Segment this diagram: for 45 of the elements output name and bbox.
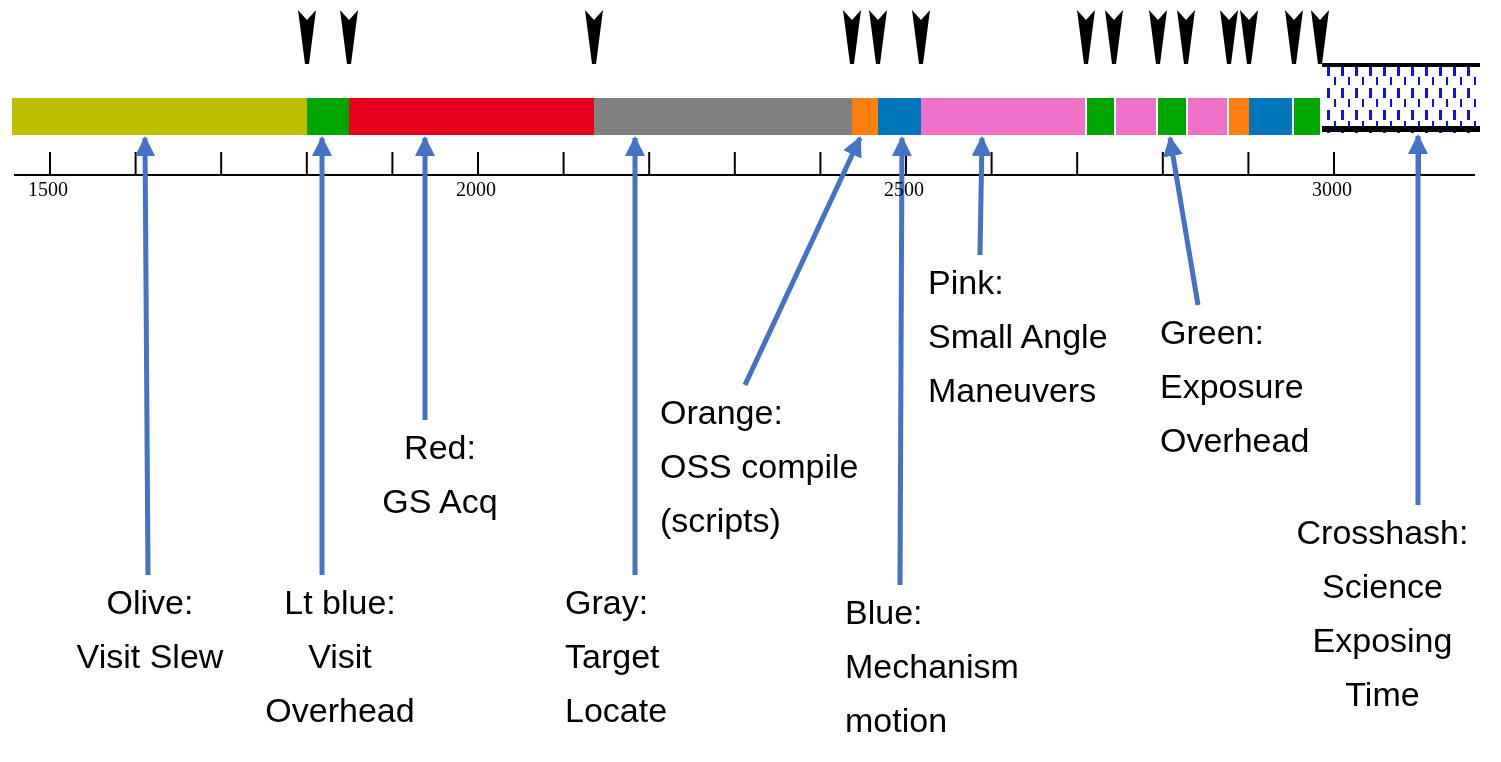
callout-heading: Red: <box>403 427 477 468</box>
timeline-segment <box>12 98 307 135</box>
leader-arrow <box>1408 134 1428 505</box>
timeline-segment <box>878 98 921 135</box>
timeline-segment <box>1229 98 1249 135</box>
timeline-segment <box>349 98 594 135</box>
leader-arrow <box>971 136 992 256</box>
callout-text: Exposure Overhead <box>1160 366 1311 461</box>
timeline-segment <box>1294 98 1320 135</box>
timeline-segment <box>1116 98 1156 135</box>
callout-heading: Pink: <box>928 262 1005 303</box>
tick-label: 1500 <box>28 178 68 201</box>
callout-text: Visit Slew <box>75 636 225 677</box>
timeline-segment <box>921 98 1085 135</box>
timeline-segment <box>307 98 349 135</box>
timeline-segment <box>594 98 852 135</box>
timeline-segment <box>1249 98 1292 135</box>
callout-heading: Crosshash: <box>1295 512 1470 553</box>
callout-heading: Blue: <box>845 592 924 633</box>
leader-arrow <box>742 136 863 387</box>
leader-arrow <box>312 136 332 575</box>
timeline-segment <box>1158 98 1186 135</box>
callout-heading: Lt blue: <box>283 582 397 623</box>
tick-label: 3000 <box>1312 178 1352 201</box>
callout-text: Target Locate <box>565 636 669 731</box>
tick-label: 2000 <box>456 178 496 201</box>
callout-text: Visit Overhead <box>264 636 416 731</box>
callout-heading: Gray: <box>565 582 650 623</box>
leader-arrow <box>625 136 645 575</box>
timeline-segment <box>852 98 878 135</box>
leader-arrow <box>1163 136 1201 306</box>
callout-heading: Olive: <box>105 582 195 623</box>
leader-arrow <box>891 136 912 585</box>
timeline-segment <box>1087 98 1114 135</box>
callout-heading: Green: <box>1160 312 1265 353</box>
callout-text: OSS compile (scripts) <box>660 446 860 541</box>
leader-arrow <box>135 136 156 575</box>
callout-heading: Orange: <box>660 392 784 433</box>
callout-text: Small Angle Maneuvers <box>928 316 1109 411</box>
callout-text: Mechanism motion <box>845 646 1020 741</box>
callout-text: Science Exposing Time <box>1311 566 1454 715</box>
hatched-timeline-segment <box>1322 63 1480 133</box>
leader-arrow <box>415 136 435 420</box>
callout-text: GS Acq <box>381 481 499 522</box>
timeline-segment <box>1188 98 1227 135</box>
